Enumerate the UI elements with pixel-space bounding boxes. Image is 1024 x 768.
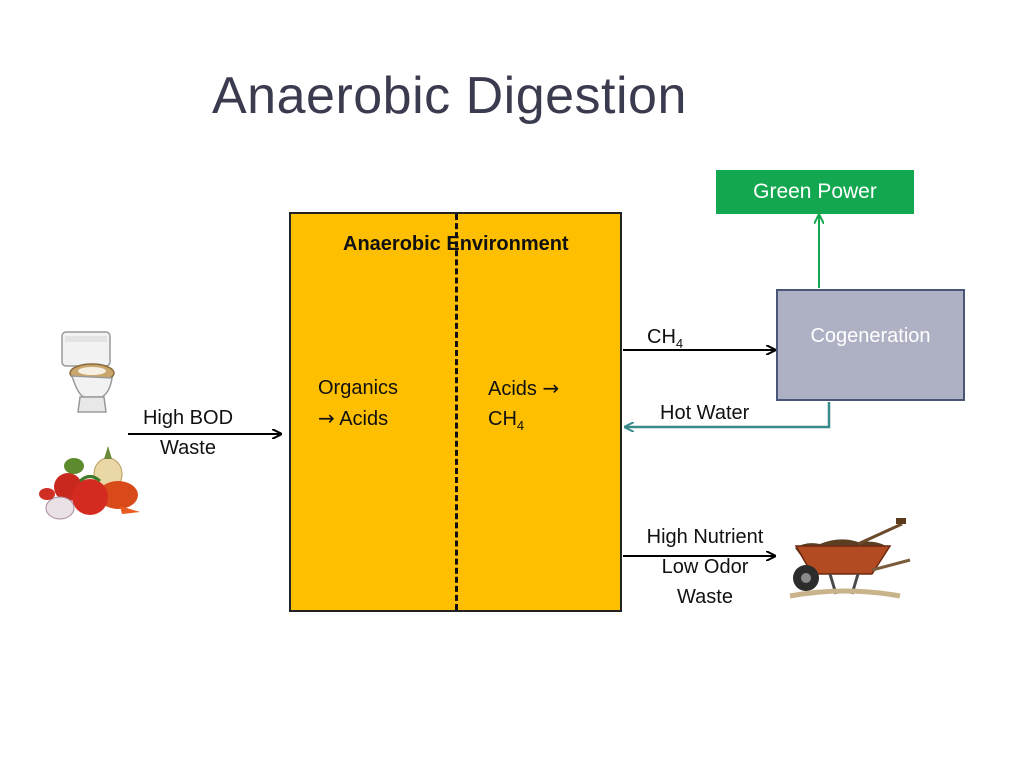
stage2-line2: CH [488, 408, 517, 430]
stage1-arrow: → [318, 406, 335, 430]
stage2-arrow: → [542, 376, 560, 400]
cogeneration-label: Cogeneration [810, 324, 931, 347]
methane-subscript: 4 [675, 336, 684, 351]
methane-text: CH [647, 326, 676, 348]
digestate-label: High Nutrient Low Odor Waste [628, 522, 782, 612]
toilet-icon [61, 331, 115, 413]
wheelbarrow-icon [789, 518, 911, 599]
stage2-line1: Acids [488, 378, 537, 400]
digestate-line3: Waste [677, 586, 733, 608]
stage2-subscript: 4 [516, 418, 525, 433]
hot-water-arrow [625, 402, 831, 427]
stage1-line1: Organics [318, 377, 399, 399]
environment-label: Anaerobic Environment [343, 233, 569, 255]
reactor-divider [455, 214, 458, 610]
green-power-box: Green Power [716, 170, 914, 214]
stage-methanogenesis: Acids → CH4 [488, 373, 559, 441]
stage-acidogenesis: Organics → Acids [318, 373, 398, 434]
input-line2: Waste [160, 437, 216, 459]
stage1-line2: Acids [339, 408, 389, 430]
input-line1: High BOD [142, 407, 234, 429]
vegetables-icon [39, 446, 140, 520]
methane-label: CH4 [647, 322, 683, 359]
slide-title: Anaerobic Digestion [212, 67, 687, 125]
cogeneration-box: Cogeneration [776, 289, 965, 401]
digestate-line1: High Nutrient [646, 526, 764, 548]
input-waste-label: High BOD Waste [130, 403, 246, 463]
digestate-line2: Low Odor [661, 556, 749, 578]
hot-water-label: Hot Water [660, 402, 750, 424]
